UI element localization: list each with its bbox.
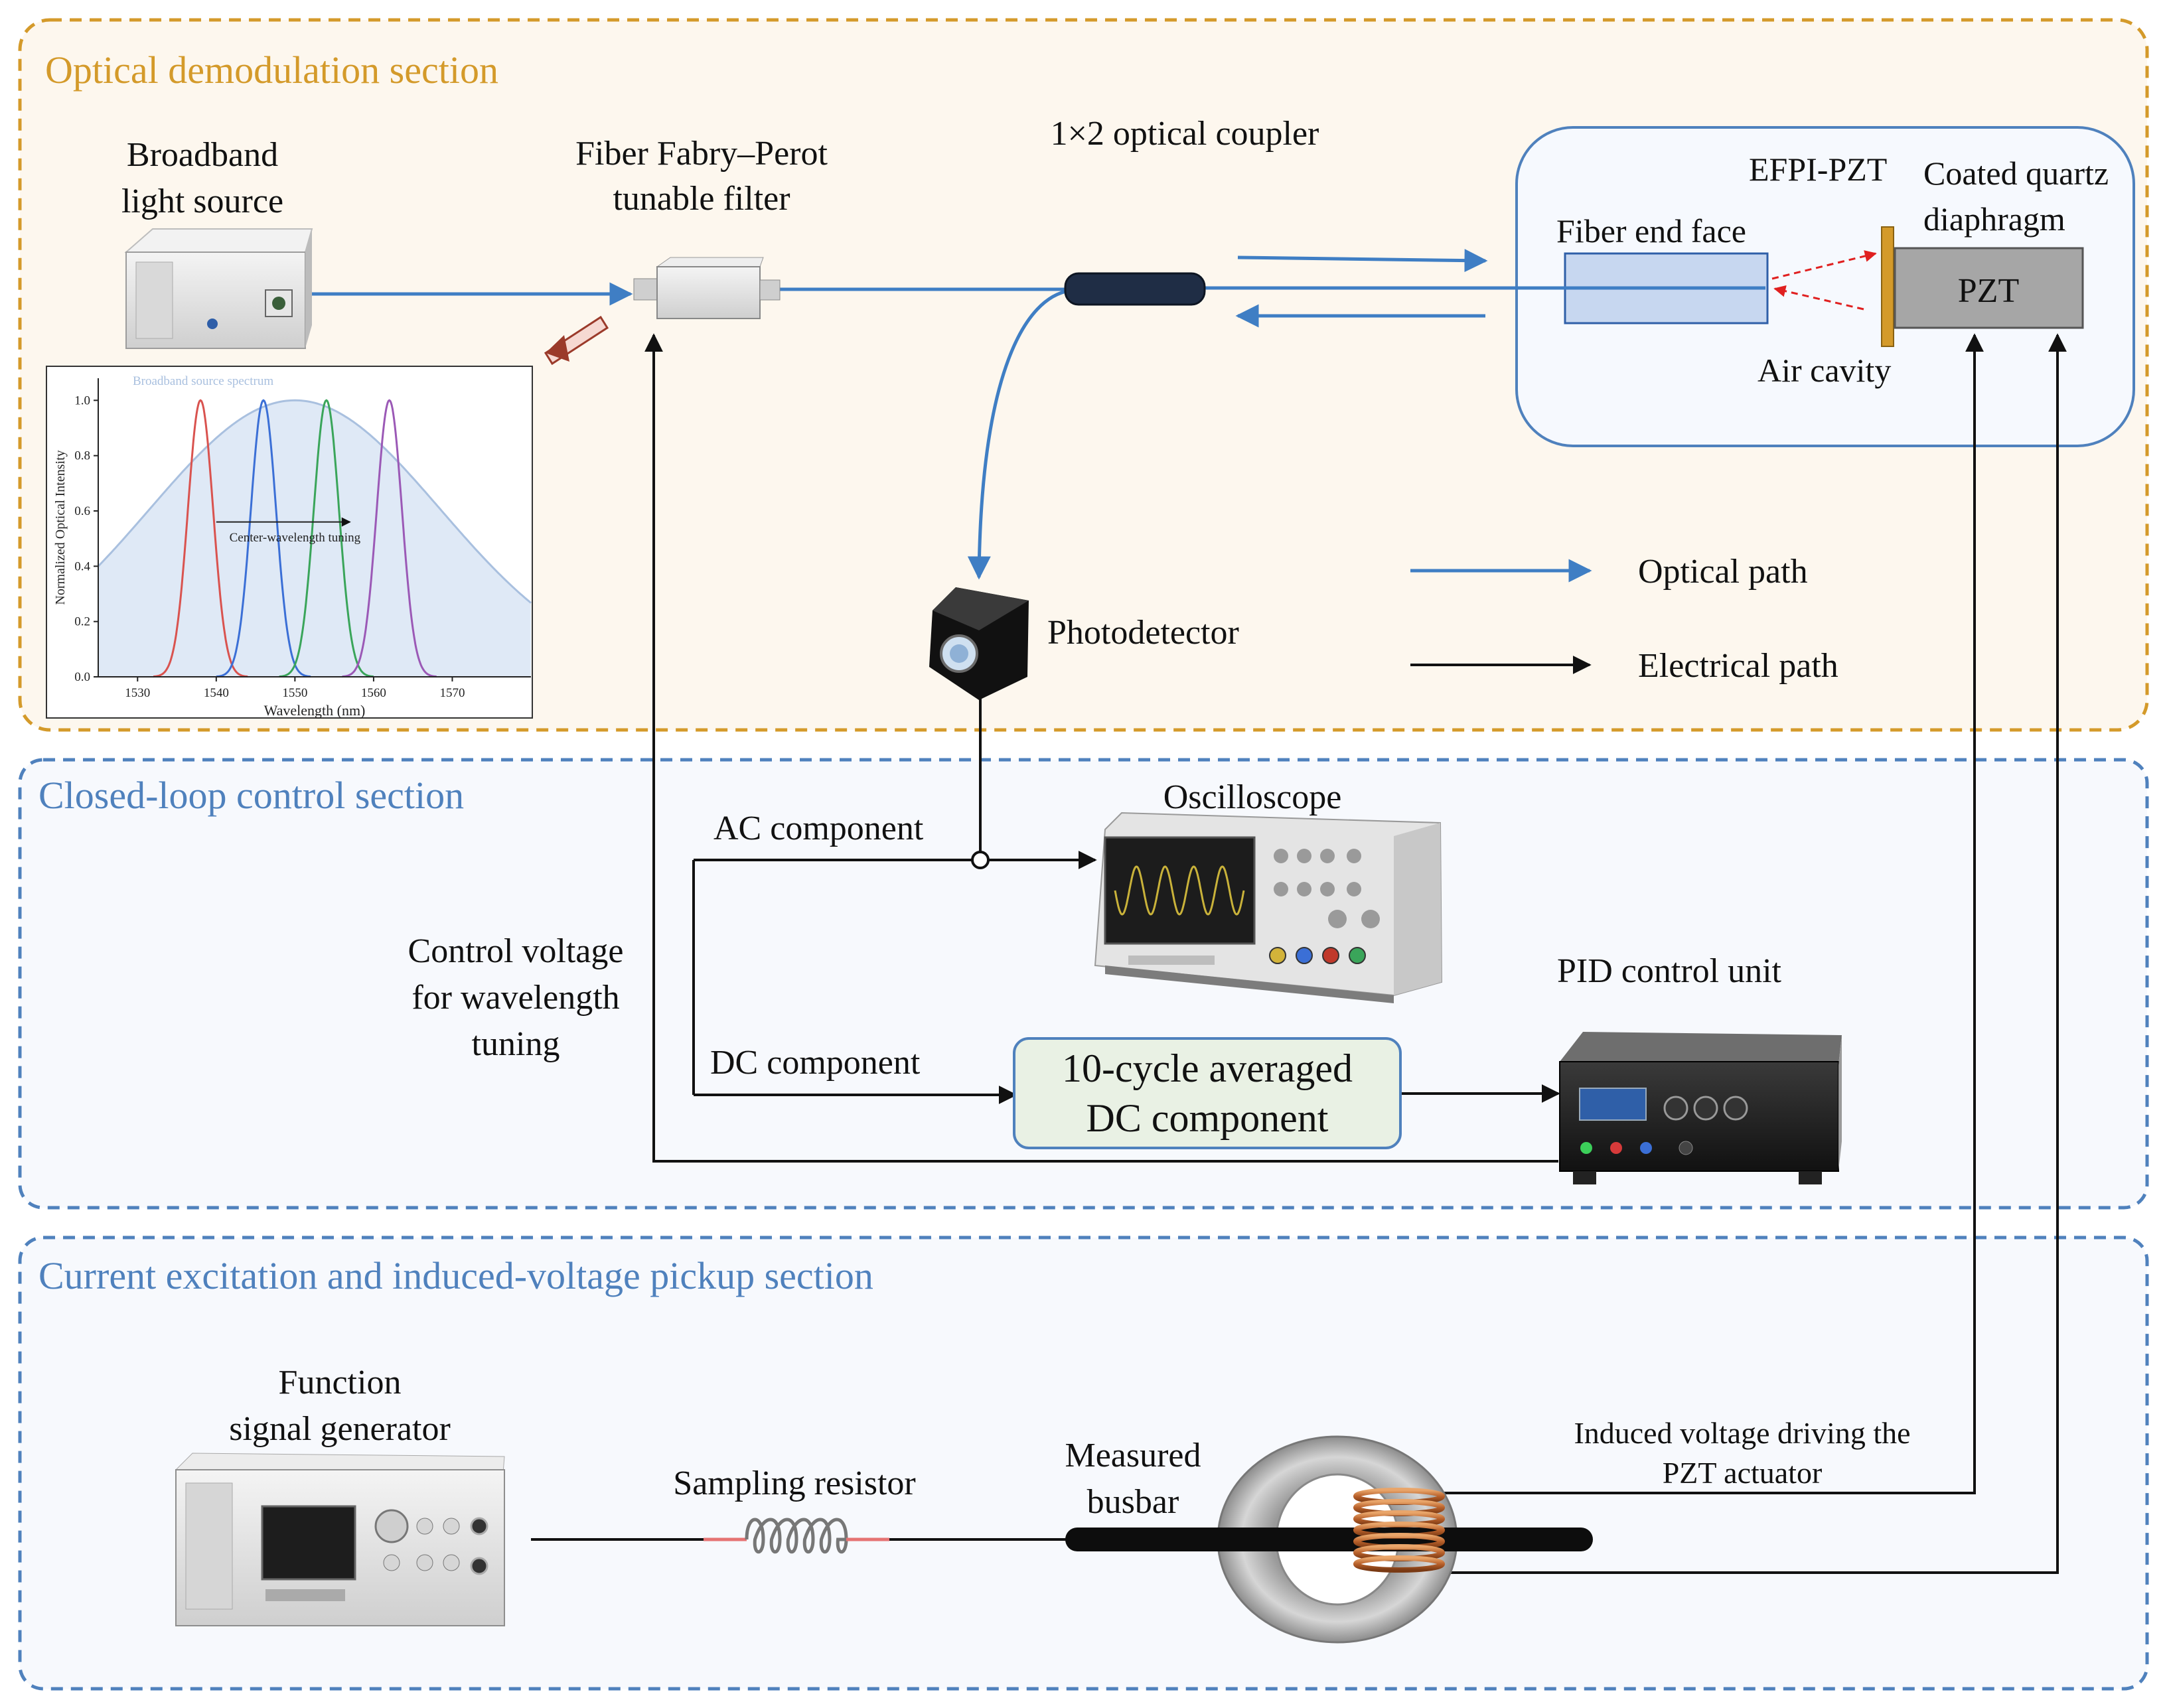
pid-label: PID control unit: [1557, 952, 1782, 990]
pickup-coil: [1353, 1488, 1445, 1573]
x-tick-label: 1560: [361, 686, 386, 700]
optical-section-title: Optical demodulation section: [45, 48, 498, 92]
function-generator: [175, 1453, 505, 1626]
tuning-annotation: Center-wavelength tuning: [230, 531, 361, 545]
legend-optical-label: Optical path: [1638, 553, 1808, 591]
efpi-pzt-module: EFPI-PZT Coated quartz diaphragm Fiber e…: [1515, 126, 2135, 447]
function-generator-label-1: Function: [279, 1364, 402, 1401]
y-tick-label: 1.0: [74, 393, 90, 407]
y-tick-label: 0.2: [74, 615, 90, 629]
coated-label-2: diaphragm: [1923, 200, 2065, 238]
junction-node: [971, 851, 990, 869]
x-tick-label: 1550: [282, 686, 307, 700]
sampling-resistor-label: Sampling resistor: [673, 1464, 915, 1502]
measured-busbar: [1065, 1528, 1593, 1551]
y-tick-label: 0.0: [74, 670, 90, 684]
filter-peak-4: [342, 399, 437, 678]
control-voltage-label-2: for wavelength: [411, 979, 619, 1017]
tunable-filter: [633, 257, 781, 319]
averaging-label-1: 10-cycle averaged: [1062, 1046, 1353, 1090]
pzt-block: [1894, 247, 2084, 329]
optical-coupler: [1064, 272, 1206, 306]
electrical-paths: [531, 333, 2067, 1574]
photodetector-label: Photodetector: [1047, 614, 1239, 652]
inset-ylabel: Normalized Optical Intensity: [53, 450, 68, 605]
air-cavity-label: Air cavity: [1758, 352, 1891, 389]
inset-xlabel: Wavelength (nm): [264, 702, 366, 719]
legend-electrical-label: Electrical path: [1638, 647, 1838, 685]
fiber-coupler-to-photodetector: [967, 289, 1071, 580]
sampling-resistor: [704, 1518, 889, 1554]
current-section: Current excitation and induced-voltage p…: [18, 1236, 2149, 1691]
oscilloscope-knobs: [1274, 849, 1380, 928]
pzt-label: PZT: [1958, 272, 2019, 310]
busbar-label-2: busbar: [1087, 1483, 1179, 1521]
control-voltage-label-1: Control voltage: [408, 932, 624, 970]
dc-component-label: DC component: [710, 1044, 921, 1082]
reflection-ray-back: [1773, 285, 1864, 311]
broadband-label-2: light source: [121, 182, 283, 220]
coupler-label: 1×2 optical coupler: [1051, 115, 1319, 153]
wire-coil-to-pzt-2: [1434, 333, 2067, 1574]
inset-title: Broadband source spectrum: [133, 374, 273, 388]
induced-label-1: Induced voltage driving the: [1574, 1416, 1910, 1450]
wire-pid-control-to-filter: [644, 333, 1558, 1163]
reflection-ray-out: [1771, 250, 1877, 280]
optical-paths: [302, 249, 1765, 580]
y-tick-label: 0.6: [74, 504, 90, 518]
filter-label-2: tunable filter: [613, 180, 790, 218]
broadband-label-1: Broadband: [127, 136, 278, 174]
source-spectrum-line: [97, 399, 532, 604]
averaging-label-2: DC component: [1086, 1096, 1329, 1140]
busbar-label-1: Measured: [1065, 1437, 1201, 1474]
oscilloscope-trace: [1114, 865, 1245, 916]
broadband-light-source: [124, 228, 313, 349]
control-section-title: Closed-loop control section: [38, 774, 464, 817]
source-spectrum-area: [98, 400, 531, 677]
pid-control-unit: [1559, 1032, 1842, 1184]
wire-coil-to-pzt-1: [1434, 333, 1984, 1494]
efpi-label: EFPI-PZT: [1749, 151, 1887, 188]
photodetector: [929, 587, 1029, 700]
x-tick-label: 1570: [439, 686, 465, 700]
oscilloscope-screen: [1104, 836, 1256, 945]
coated-label-1: Coated quartz: [1923, 155, 2109, 192]
averaging-block: 10-cycle averaged DC component: [1013, 1037, 1402, 1149]
x-tick-label: 1540: [204, 686, 229, 700]
oscilloscope-label: Oscilloscope: [1163, 778, 1342, 816]
legend: Optical path Electrical path: [1410, 553, 1838, 685]
filter-label-1: Fiber Fabry–Perot: [575, 135, 828, 173]
x-tick-label: 1530: [125, 686, 150, 700]
ac-component-label: AC component: [713, 810, 924, 847]
current-section-title: Current excitation and induced-voltage p…: [38, 1254, 873, 1297]
oscilloscope: [1094, 812, 1443, 1003]
coated-quartz-diaphragm: [1881, 226, 1894, 347]
induced-label-2: PZT actuator: [1663, 1456, 1823, 1490]
current-transformer: [1065, 1435, 1593, 1644]
y-tick-label: 0.4: [74, 559, 90, 573]
control-voltage-label-3: tuning: [472, 1025, 560, 1063]
function-generator-label-2: signal generator: [229, 1410, 451, 1448]
y-tick-label: 0.8: [74, 449, 90, 463]
coil-turn: [1353, 1555, 1445, 1573]
forward-light-arrow: [1237, 249, 1488, 273]
fiber-end-label: Fiber end face: [1556, 212, 1746, 249]
spectrum-inset: 1530 1540 1550 1560 1570 0.0 0.2 0.4 0.6 0.8 1.0 Br…: [46, 366, 533, 719]
